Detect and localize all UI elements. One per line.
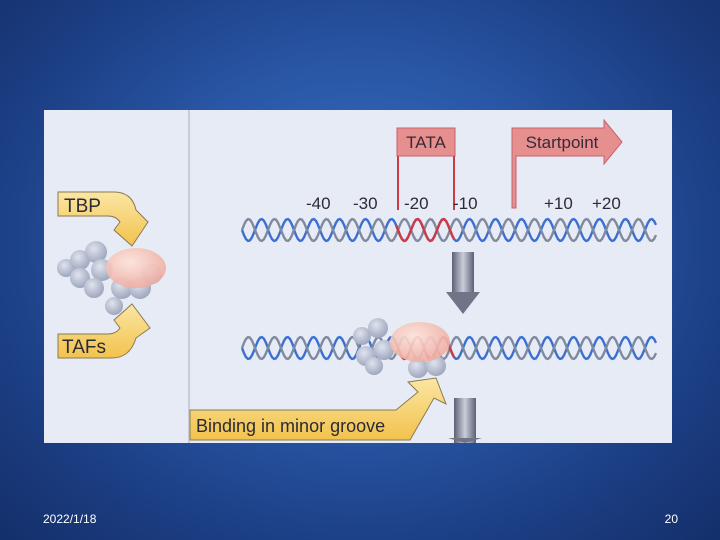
position-minus-40: -40 [306,194,331,213]
dna-strand [240,335,658,361]
tata-label: TATA [406,133,446,152]
tbp-binding-diagram: TATA Startpoint -40 -30 -20 -10 +10 +20 … [44,110,672,443]
dna-strand [240,217,658,243]
binding-label: Binding in minor groove [196,416,385,436]
position-minus-10: -10 [453,194,478,213]
tafs-arrow [57,303,151,359]
transition-arrow-2 [448,398,482,443]
startpoint-label: Startpoint [526,133,599,152]
tbp-label: TBP [64,196,101,217]
tata-box [396,127,456,210]
position-labels: -40 -30 -20 -10 +10 +20 [306,194,621,213]
transition-arrow-1 [446,252,480,314]
tata-segment [394,217,456,243]
footer-page-number: 20 [664,512,678,526]
position-minus-20: -20 [404,194,429,213]
startpoint-arrow [511,118,623,209]
tafs-label: TAFs [62,337,106,358]
tbp-arrow [57,191,149,247]
position-minus-30: -30 [353,194,378,213]
footer-date: 2022/1/18 [43,512,97,526]
position-plus-20: +20 [592,194,621,213]
tfiid-complex-bound [353,318,450,378]
panel-divider [188,110,190,443]
binding-arrow [189,377,447,441]
dna-helix-top [240,217,658,243]
tfiid-complex-free [57,241,166,315]
position-plus-10: +10 [544,194,573,213]
